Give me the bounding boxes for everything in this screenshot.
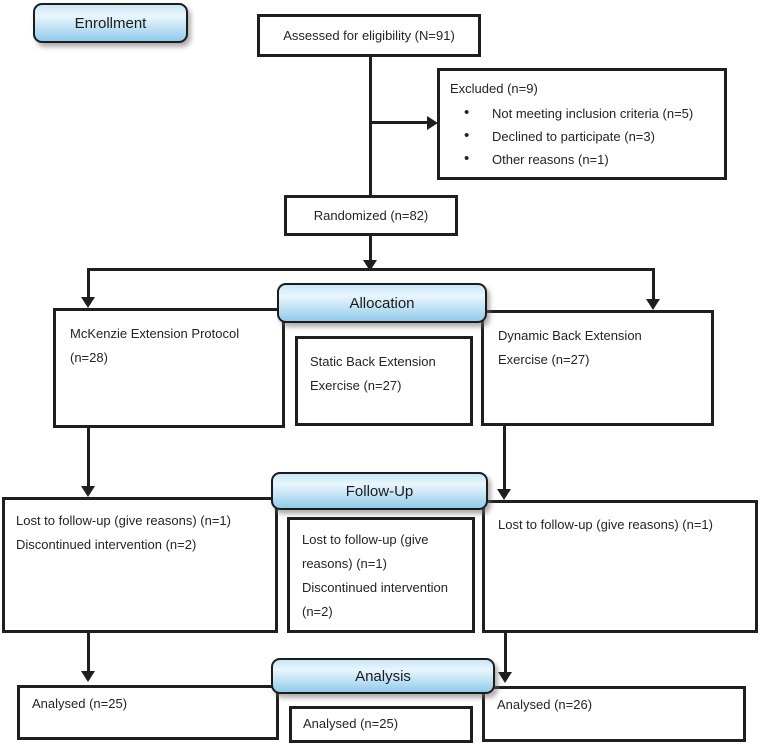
connector-branch-to-mckenzie <box>87 270 90 298</box>
bullet-icon: • <box>464 150 470 167</box>
connector-randomized-to-branch <box>369 236 372 261</box>
arrowhead-down-icon <box>646 299 660 310</box>
excluded-item: • Not meeting inclusion criteria (n=5) <box>450 102 720 125</box>
arrowhead-down-icon <box>81 486 95 497</box>
allocation-dynamic-box: Dynamic Back Extension Exercise (n=27) <box>481 310 714 426</box>
connector-assessed-to-randomized <box>369 56 372 196</box>
analysed-right-box: Analysed (n=26) <box>482 686 746 742</box>
bullet-icon: • <box>464 104 470 121</box>
excluded-list: • Not meeting inclusion criteria (n=5) • D… <box>450 102 720 171</box>
excluded-item-text: Declined to participate (n=3) <box>492 129 655 144</box>
assessed-eligibility-box: Assessed for eligibility (N=91) <box>257 14 481 57</box>
followup-middle-lost-text: Lost to follow-up (give reasons) (n=1) <box>302 532 429 571</box>
followup-middle-box: Lost to follow-up (give reasons) (n=1) D… <box>287 517 475 633</box>
analysed-middle-box: Analysed (n=25) <box>289 706 473 743</box>
arrowhead-right-icon <box>427 116 438 130</box>
connector-branch-to-dynamic <box>652 270 655 300</box>
analysed-middle-text: Analysed (n=25) <box>303 716 399 731</box>
excluded-item-text: Other reasons (n=1) <box>492 152 609 167</box>
randomized-text: Randomized (n=82) <box>313 207 429 223</box>
followup-right-lost-text: Lost to follow-up (give reasons) (n=1) <box>498 517 713 532</box>
followup-right-box: Lost to follow-up (give reasons) (n=1) <box>482 500 758 633</box>
excluded-title: Excluded (n=9) <box>450 81 538 96</box>
followup-middle-discontinued-text: Discontinued intervention (n=2) <box>302 580 448 619</box>
analysed-left-text: Analysed (n=25) <box>32 696 128 711</box>
stage-badge-followup: Follow-Up <box>271 472 488 510</box>
stage-badge-label: Enrollment <box>74 14 147 32</box>
excluded-item-text: Not meeting inclusion criteria (n=5) <box>492 106 694 121</box>
stage-badge-enrollment: Enrollment <box>33 3 188 43</box>
stage-badge-allocation: Allocation <box>277 283 487 323</box>
connector-dynamic-to-followup <box>503 426 506 490</box>
followup-left-lost-text: Lost to follow-up (give reasons) (n=1) <box>16 513 231 528</box>
excluded-box: Excluded (n=9) • Not meeting inclusion cr… <box>437 68 727 180</box>
analysed-right-text: Analysed (n=26) <box>497 697 593 712</box>
allocation-mckenzie-box: McKenzie Extension Protocol (n=28) <box>53 308 285 428</box>
allocation-static-box: Static Back Extension Exercise (n=27) <box>295 336 473 426</box>
arrowhead-down-icon <box>81 671 95 682</box>
stage-badge-label: Allocation <box>349 294 415 312</box>
analysed-left-box: Analysed (n=25) <box>17 685 279 740</box>
excluded-item: • Declined to participate (n=3) <box>450 125 720 148</box>
bullet-icon: • <box>464 127 470 144</box>
allocation-dynamic-text: Dynamic Back Extension Exercise (n=27) <box>498 328 642 367</box>
connector-mckenzie-to-followup <box>87 428 90 487</box>
excluded-item: • Other reasons (n=1) <box>450 148 720 171</box>
arrowhead-down-icon <box>498 672 512 683</box>
connector-to-excluded <box>371 121 428 124</box>
randomized-box: Randomized (n=82) <box>284 195 458 236</box>
stage-badge-label: Follow-Up <box>345 482 414 500</box>
allocation-static-text: Static Back Extension Exercise (n=27) <box>310 354 436 393</box>
arrowhead-down-icon <box>363 260 377 271</box>
followup-left-discontinued-text: Discontinued intervention (n=2) <box>16 537 197 552</box>
connector-followup-to-analysis-left <box>87 633 90 672</box>
arrowhead-down-icon <box>497 489 511 500</box>
followup-left-box: Lost to follow-up (give reasons) (n=1) D… <box>2 497 278 633</box>
connector-followup-to-analysis-right <box>504 633 507 673</box>
stage-badge-label: Analysis <box>355 667 411 685</box>
arrowhead-down-icon <box>81 297 95 308</box>
assessed-eligibility-text: Assessed for eligibility (N=91) <box>283 27 455 43</box>
allocation-mckenzie-text: McKenzie Extension Protocol (n=28) <box>70 326 240 365</box>
stage-badge-analysis: Analysis <box>271 658 495 694</box>
